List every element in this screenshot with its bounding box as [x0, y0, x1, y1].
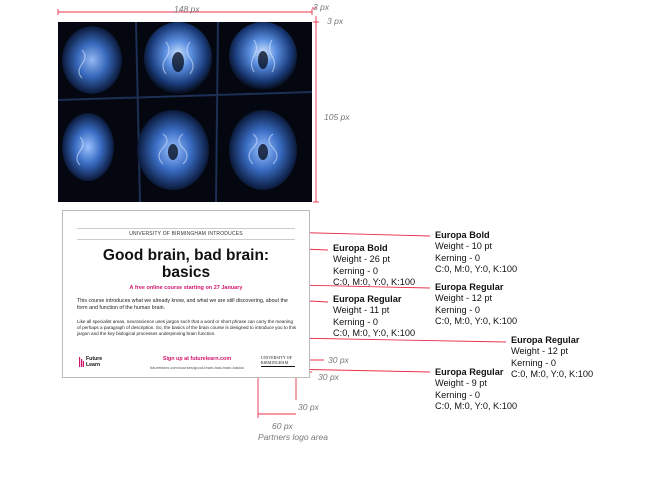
spec-color: C:0, M:0, Y:0, K:100 [511, 369, 594, 380]
partner-line2: BIRMINGHAM [261, 360, 289, 365]
signup-text: Sign up at futurelearn.com [162, 356, 232, 362]
spec-color: C:0, M:0, Y:0, K:100 [435, 264, 518, 275]
logo-line1: Future [86, 356, 103, 362]
spec-font: Europa Regular [333, 294, 402, 304]
spec-paragraph-1: Europa Regular Weight - 11 pt Kerning - … [333, 294, 415, 340]
spec-weight: Weight - 9 pt [435, 378, 487, 389]
futurelearn-logo-icon [79, 357, 84, 367]
leaflet-paragraph-1: This course introduces what we already k… [77, 298, 288, 311]
partner-logo: UNIVERSITY OF BIRMINGHAM [261, 356, 297, 365]
image-margin-right-label: 3 px [313, 2, 330, 12]
course-url: futurelearn.com/courses/good-brain-bad-b… [149, 365, 245, 370]
spec-paragraph-2: Europa Regular Weight - 12 pt Kerning - … [511, 335, 593, 381]
spec-kerning: Kerning - 0 [435, 389, 480, 400]
leaflet-title-line2: basics [161, 264, 211, 281]
spec-font: Europa Bold [333, 243, 388, 253]
leaflet-subtitle: A free online course starting on 27 Janu… [129, 285, 243, 291]
spec-color: C:0, M:0, Y:0, K:100 [435, 316, 518, 327]
partner-line1: UNIVERSITY OF [261, 356, 293, 360]
leaflet-title-line1: Good brain, bad brain: [102, 247, 270, 264]
spec-color: C:0, M:0, Y:0, K:100 [333, 277, 416, 288]
spec-font: Europa Regular [435, 367, 504, 377]
leaflet-paragraph-2: Like all specialist areas, neuroscience … [77, 319, 297, 336]
bottom-margin-label: 30 px [298, 402, 319, 412]
logo-line2: Learn [86, 362, 101, 368]
spec-weight: Weight - 12 pt [511, 346, 569, 357]
spec-kerning: Kerning - 0 [511, 357, 556, 368]
spec-kerning: Kerning - 0 [435, 252, 480, 263]
partner-logo-area-label: Partners logo area [258, 432, 328, 442]
logo-gap-horizontal-label: 30 px [318, 372, 339, 382]
leaflet-preview: UNIVERSITY OF BIRMINGHAM INTRODUCES Good… [62, 210, 310, 378]
spec-font: Europa Bold [435, 230, 490, 240]
brain-scan-image [58, 22, 312, 202]
spec-weight: Weight - 12 pt [435, 293, 493, 304]
divider [77, 228, 295, 229]
spec-color: C:0, M:0, Y:0, K:100 [435, 401, 518, 412]
divider [77, 239, 295, 240]
spec-subtitle: Europa Regular Weight - 12 pt Kerning - … [435, 282, 517, 328]
leaflet-intro: UNIVERSITY OF BIRMINGHAM INTRODUCES [129, 231, 243, 237]
spec-intro: Europa Bold Weight - 10 pt Kerning - 0 C… [435, 230, 517, 276]
brain-scan-graphic [58, 22, 312, 202]
leader-para2 [291, 337, 507, 343]
spec-kerning: Kerning - 0 [435, 304, 480, 315]
spec-footer: Europa Regular Weight - 9 pt Kerning - 0… [435, 367, 517, 413]
futurelearn-logo: Future Learn [86, 356, 102, 368]
image-width-label: 148 px [174, 4, 200, 14]
spec-weight: Weight - 11 pt [333, 305, 390, 316]
spec-font: Europa Regular [511, 335, 580, 345]
partner-underline [261, 366, 295, 367]
image-height-label: 105 px [324, 112, 350, 122]
spec-color: C:0, M:0, Y:0, K:100 [333, 328, 416, 339]
spec-weight: Weight - 26 pt [333, 254, 391, 265]
spec-weight: Weight - 10 pt [435, 241, 493, 252]
spec-kerning: Kerning - 0 [333, 316, 378, 327]
spec-title: Europa Bold Weight - 26 pt Kerning - 0 C… [333, 243, 415, 289]
partner-logo-width-label: 60 px [272, 421, 293, 431]
logo-gap-vertical-label: 30 px [328, 355, 349, 365]
spec-kerning: Kerning - 0 [333, 265, 378, 276]
leaflet-title: Good brain, bad brain: basics [63, 247, 309, 281]
image-margin-top-label: 3 px [327, 16, 344, 26]
spec-font: Europa Regular [435, 282, 504, 292]
